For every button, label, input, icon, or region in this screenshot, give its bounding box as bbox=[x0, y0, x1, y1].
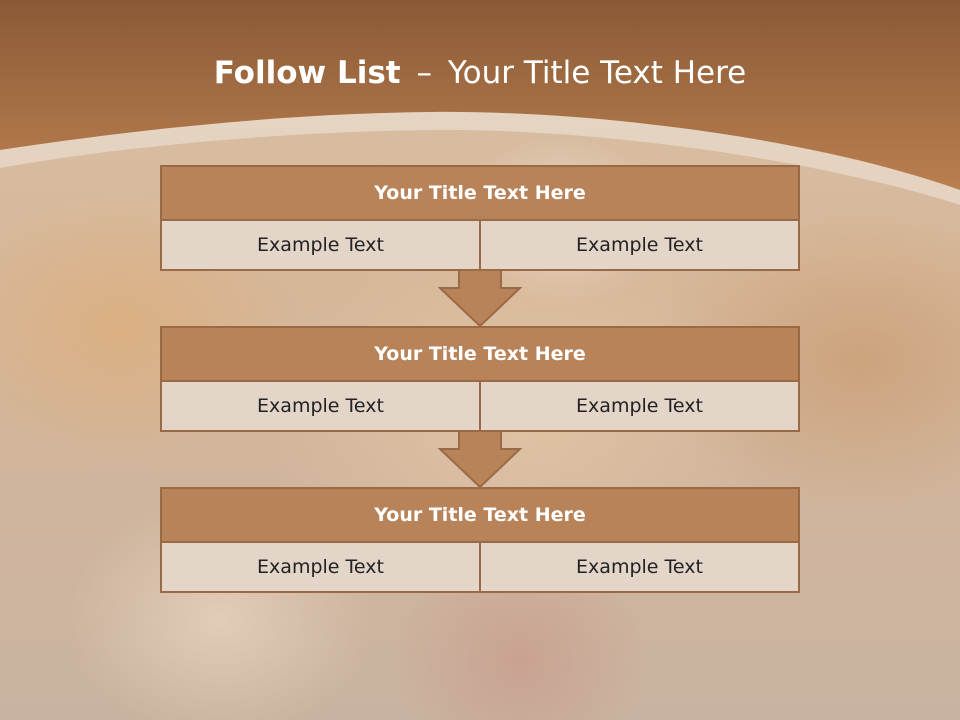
slide-title: Follow List – Your Title Text Here bbox=[0, 55, 960, 91]
list-block-3: Your Title Text Here Example Text Exampl… bbox=[160, 487, 800, 593]
block-row: Example Text Example Text bbox=[160, 221, 800, 271]
block-cell-right: Example Text bbox=[481, 221, 800, 271]
block-cell-left: Example Text bbox=[160, 382, 481, 432]
list-block-2: Your Title Text Here Example Text Exampl… bbox=[160, 326, 800, 432]
title-bold: Follow List bbox=[213, 55, 401, 91]
list-block-1: Your Title Text Here Example Text Exampl… bbox=[160, 165, 800, 271]
block-title: Your Title Text Here bbox=[160, 326, 800, 382]
block-cell-right: Example Text bbox=[481, 543, 800, 593]
header-band bbox=[0, 0, 960, 205]
title-dash: – bbox=[416, 55, 432, 91]
block-cell-left: Example Text bbox=[160, 543, 481, 593]
block-cell-right: Example Text bbox=[481, 382, 800, 432]
block-title: Your Title Text Here bbox=[160, 165, 800, 221]
title-rest: Your Title Text Here bbox=[447, 55, 747, 91]
block-cell-left: Example Text bbox=[160, 221, 481, 271]
block-title: Your Title Text Here bbox=[160, 487, 800, 543]
down-arrow-icon bbox=[438, 269, 522, 328]
block-row: Example Text Example Text bbox=[160, 543, 800, 593]
down-arrow-icon bbox=[438, 430, 522, 489]
block-row: Example Text Example Text bbox=[160, 382, 800, 432]
